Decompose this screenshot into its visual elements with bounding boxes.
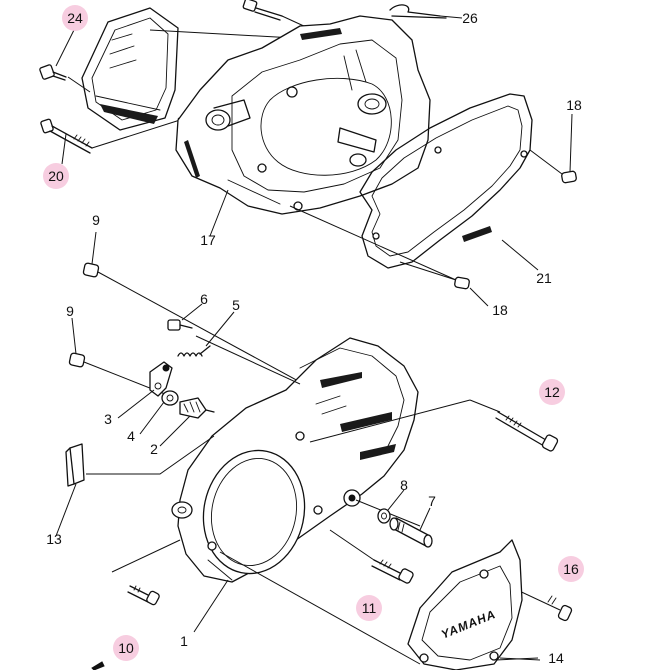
part-18-dowel-lower [289,205,470,290]
callout-c3: 3 [104,411,112,427]
callout-c21: 21 [536,270,552,286]
callout-c13: 13 [46,531,62,547]
guide-line [219,551,421,665]
callout-number: 9 [66,303,74,319]
callout-c5: 5 [232,297,240,313]
callout-c10: 10 [113,635,139,661]
callout-c17: 17 [200,232,216,248]
part-3-lever [149,361,173,397]
part-18-dowel-upper [529,149,577,184]
part-8-oring [377,508,391,524]
callout-number: 13 [46,531,62,547]
callout-number: 8 [400,477,408,493]
callout-c6: 6 [200,291,208,307]
guide-line [91,119,181,149]
callout-number: 9 [92,212,100,228]
callout-number: 7 [428,493,436,509]
callout-c11: 11 [356,595,382,621]
part-26-clip [389,4,447,19]
guide-line [67,76,91,93]
callout-c9b: 9 [66,303,74,319]
callout-number: 20 [48,168,64,184]
callout-c4: 4 [127,428,135,444]
callout-c20: 20 [43,163,69,189]
callout-number: 18 [492,302,508,318]
callout-number: 1 [180,633,188,649]
callout-number: 12 [544,384,560,400]
guide-line [329,529,375,561]
callout-c26: 26 [462,10,478,26]
callout-number: 16 [563,561,579,577]
part-2-shaft [179,397,215,419]
callout-c16: 16 [558,556,584,582]
guide-line [86,435,215,475]
part-5-spring [177,345,211,357]
part-12-bolt [495,411,559,452]
callout-number: 14 [548,650,564,666]
callout-number: 26 [462,10,478,26]
part-6-screw [167,319,193,331]
guide-line [309,399,471,443]
partial-bolt-bottom [91,661,105,670]
callout-c2: 2 [150,441,158,457]
callout-number: 6 [200,291,208,307]
part-20-long-bolt [40,118,93,154]
callout-c18b: 18 [492,302,508,318]
callout-number: 18 [566,97,582,113]
callout-c18a: 18 [566,97,582,113]
guide-line [469,399,501,413]
callout-c7: 7 [428,493,436,509]
callout-number: 21 [536,270,552,286]
part-14-emblem-cover: YAMAHA [407,539,541,670]
part-11-bolt [371,559,414,584]
callout-highlight [558,556,584,582]
callout-number: 17 [200,232,216,248]
part-1-main-cover [171,337,419,583]
inner-cover-plate [81,7,179,131]
callout-highlight [43,163,69,189]
callout-highlight [356,595,382,621]
callout-c12: 12 [539,379,565,405]
callout-number: 24 [67,10,83,26]
callout-highlight [62,5,88,31]
part-10-bolt [127,585,160,606]
callout-number: 10 [118,640,134,656]
callout-c8: 8 [400,477,408,493]
callout-c24: 24 [62,5,88,31]
callout-highlight [113,635,139,661]
callout-c9a: 9 [92,212,100,228]
part-24-bolt [39,64,67,81]
part-13-bracket [65,443,85,487]
callout-number: 2 [150,441,158,457]
part-7-shaft [389,517,433,548]
callout-c14: 14 [548,650,564,666]
part-17-crankcase-cover [175,15,431,215]
part-9-dowel-upper [82,262,301,383]
callout-highlight [539,379,565,405]
callout-number: 4 [127,428,135,444]
callout-number: 11 [362,600,377,616]
callout-number: 5 [232,297,240,313]
part-4-washer [161,390,179,406]
guide-line [111,539,181,573]
guide-line [195,335,301,385]
callout-c1: 1 [180,633,188,649]
callout-number: 3 [104,411,112,427]
